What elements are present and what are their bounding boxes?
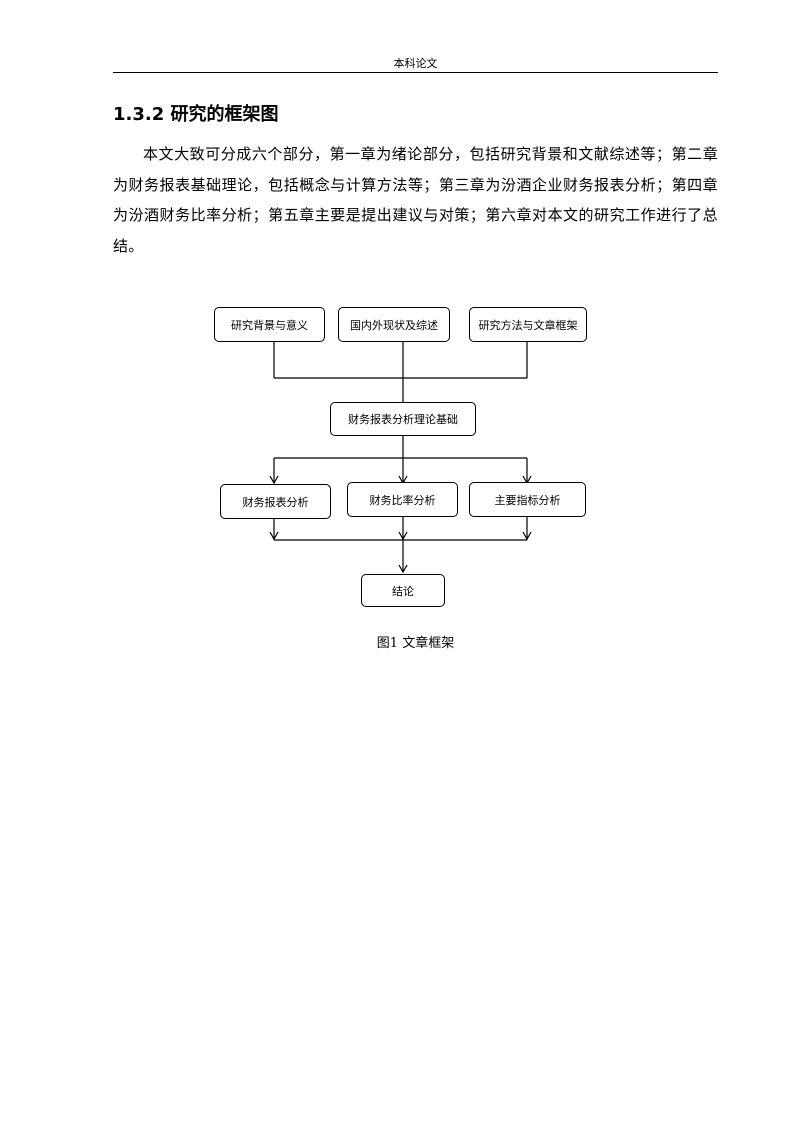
arrowhead xyxy=(269,475,279,485)
arrowhead xyxy=(522,531,532,541)
figure-caption: 图1 文章框架 xyxy=(376,636,455,651)
section-title-text: 研究的框架图 xyxy=(170,104,279,125)
header-rule xyxy=(113,72,718,73)
arrowhead xyxy=(398,564,408,574)
section-heading: 1.3.2 研究的框架图 xyxy=(113,100,279,126)
box-ratio-analysis: 财务比率分析 xyxy=(347,482,458,517)
body-paragraph: 本文大致可分成六个部分，第一章为绪论部分，包括研究背景和文献综述等；第二章为财务… xyxy=(113,145,718,255)
box-literature-review: 国内外现状及综述 xyxy=(338,307,450,342)
box-indicator-analysis: 主要指标分析 xyxy=(469,482,586,517)
arrowhead xyxy=(269,531,279,541)
box-research-method: 研究方法与文章框架 xyxy=(469,307,587,342)
box-conclusion: 结论 xyxy=(361,574,445,607)
running-header: 本科论文 xyxy=(393,57,438,70)
framework-diagram: 研究背景与意义 国内外现状及综述 研究方法与文章框架 财务报表分析理论基础 财务… xyxy=(205,300,605,615)
box-statement-analysis: 财务报表分析 xyxy=(220,484,331,519)
arrowhead xyxy=(398,531,408,541)
section-number: 1.3.2 xyxy=(113,104,165,125)
box-theory-basis: 财务报表分析理论基础 xyxy=(330,402,476,436)
diagram-connectors xyxy=(269,341,532,574)
box-research-background: 研究背景与意义 xyxy=(214,307,325,342)
